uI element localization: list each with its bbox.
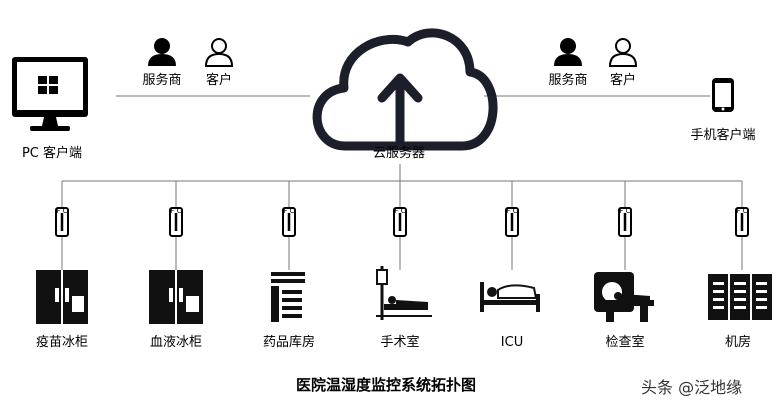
room-label-operating-room: 手术室: [380, 335, 420, 350]
room-label-vaccine-fridge: 疫苗冰柜: [35, 335, 89, 350]
mobile-client-label: 手机客户端: [690, 128, 756, 143]
scanner-icon: [594, 272, 654, 322]
room-label-exam-room: 检查室: [605, 335, 645, 350]
operating-room-icon: [376, 266, 432, 320]
service-provider-icon-right: [554, 38, 582, 66]
room-label-icu: ICU: [500, 335, 524, 350]
sensor-icon: [282, 207, 296, 237]
sensor-label: F C: [506, 207, 517, 215]
blood-fridge-icon: [149, 270, 203, 324]
pc-client-label: PC 客户端: [21, 146, 83, 161]
sensor-icon: [55, 207, 69, 237]
room-label-blood-fridge: 血液冰柜: [149, 335, 203, 350]
sensor-label: F C: [56, 207, 67, 215]
sensor-labels: F C F C F C F C F C F C F C: [56, 207, 747, 215]
cloud-server-label: 云服务器: [372, 146, 426, 161]
cloud-server-icon: [312, 28, 498, 151]
sensor-icon: [618, 207, 632, 237]
sensor-label: F C: [170, 207, 181, 215]
pharmacy-icon: [271, 272, 305, 322]
pc-monitor-icon: [12, 57, 88, 131]
watermark: 头条 @泛地缘: [641, 378, 743, 397]
sensor-label: F C: [394, 207, 405, 215]
diagram-caption: 医院温湿度监控系统拓扑图: [296, 376, 477, 394]
service-provider-icon-left: [148, 38, 176, 66]
service-provider-label-left: 服务商: [142, 73, 182, 88]
sensor-icon: [393, 207, 407, 237]
mobile-phone-icon: [712, 78, 734, 112]
server-room-icon: [708, 274, 772, 320]
sensor-label: F C: [619, 207, 630, 215]
sensor-icon: [735, 207, 749, 237]
customer-icon-left: [204, 38, 234, 67]
sensor-label: F C: [736, 207, 747, 215]
sensor-label: F C: [283, 207, 294, 215]
customer-label-left: 客户: [205, 73, 233, 88]
service-provider-label-right: 服务商: [548, 73, 588, 88]
room-label-server-room: 机房: [724, 335, 752, 350]
sensor-icon: [169, 207, 183, 237]
icu-bed-icon: [480, 282, 540, 312]
sensor-icon: [505, 207, 519, 237]
room-label-pharmacy: 药品库房: [262, 335, 316, 350]
vaccine-fridge-icon: [36, 270, 88, 324]
customer-label-right: 客户: [609, 73, 637, 88]
customer-icon-right: [608, 38, 638, 67]
